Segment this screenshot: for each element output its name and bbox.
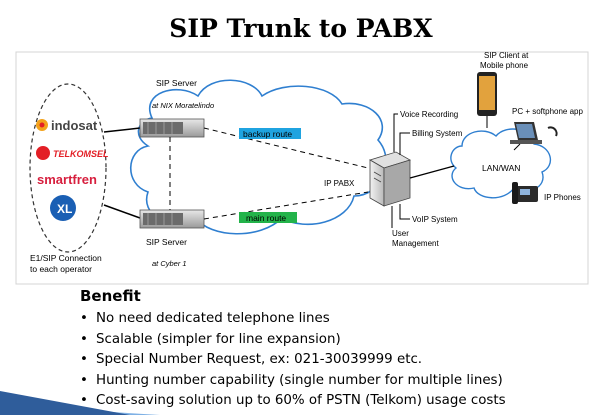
sip-trunk-diagram: indosat TELKOMSEL smartfren XL E1/SIP Co… <box>15 51 589 285</box>
link-pc <box>513 143 521 151</box>
link-voice-recording <box>393 113 398 152</box>
bullet-icon: • <box>80 331 88 347</box>
user-mgmt-label: User <box>392 229 409 238</box>
backup-route-label: backup route <box>243 129 292 139</box>
link-voip <box>399 204 410 220</box>
operator-caption: E1/SIP Connection <box>30 253 102 263</box>
main-route-label: main route <box>246 213 286 223</box>
telkomsel-logo: TELKOMSEL <box>36 146 109 160</box>
pc-softphone-label: PC + softphone app <box>512 107 583 116</box>
benefit-heading: Benefit <box>80 287 141 305</box>
benefit-item: •Hunting number capability (single numbe… <box>80 371 595 392</box>
sip-server-top-location: at NIX Moratelindo <box>152 101 214 110</box>
svg-text:XL: XL <box>57 202 72 216</box>
ip-pabx-label: IP PABX <box>324 179 355 188</box>
slide-corner-accent <box>0 391 130 415</box>
lan-wan-label: LAN/WAN <box>482 163 520 173</box>
bullet-icon: • <box>80 372 88 388</box>
benefit-list: •No need dedicated telephone lines •Scal… <box>80 309 595 412</box>
mobile-phone-icon <box>477 72 497 116</box>
link-pabx-lan <box>409 165 455 179</box>
benefit-item: •No need dedicated telephone lines <box>80 309 595 330</box>
indosat-logo: indosat <box>36 118 98 133</box>
svg-text:TELKOMSEL: TELKOMSEL <box>53 149 109 159</box>
sip-server-bottom-location: at Cyber 1 <box>152 259 187 268</box>
svg-text:indosat: indosat <box>51 118 98 133</box>
voip-system-label: VoIP System <box>412 215 458 224</box>
link-operator-bottom <box>103 204 141 219</box>
backup-route-badge <box>239 128 301 139</box>
voice-recording-label: Voice Recording <box>400 110 458 119</box>
page-title: SIP Trunk to PABX <box>169 14 433 43</box>
sip-client-label: Mobile phone <box>480 61 529 70</box>
sip-client-label: SIP Client at <box>484 51 529 60</box>
operators-oval <box>29 83 107 253</box>
billing-system-label: Billing System <box>412 129 463 138</box>
user-mgmt-label: Management <box>392 239 439 248</box>
main-route-badge <box>239 212 297 223</box>
ip-pabx-icon <box>368 151 412 207</box>
sip-server-top-icon <box>139 118 205 138</box>
operator-caption: to each operator <box>30 264 92 274</box>
ip-phones-label: IP Phones <box>544 193 581 202</box>
sip-server-bottom-icon <box>139 209 205 229</box>
benefit-section: Benefit •No need dedicated telephone lin… <box>80 287 595 412</box>
sip-server-bottom-label: SIP Server <box>146 237 187 247</box>
bullet-icon: • <box>80 311 88 326</box>
ip-phone-icon <box>512 182 538 204</box>
diagram-frame <box>15 51 589 285</box>
xl-logo: XL <box>50 195 76 221</box>
link-operator-top <box>103 127 141 133</box>
benefit-item: •Scalable (simpler for line expansion) <box>80 330 595 351</box>
backup-route-line <box>203 127 369 169</box>
sip-server-top-label: SIP Server <box>156 78 197 88</box>
svg-text:smartfren: smartfren <box>37 172 97 187</box>
benefit-item: •Special Number Request, ex: 021-3003999… <box>80 350 595 371</box>
link-billing <box>399 132 410 155</box>
main-route-line <box>203 191 369 220</box>
smartfren-logo: smartfren <box>37 172 97 187</box>
pc-softphone-icon <box>510 122 558 144</box>
bullet-icon: • <box>80 352 88 367</box>
